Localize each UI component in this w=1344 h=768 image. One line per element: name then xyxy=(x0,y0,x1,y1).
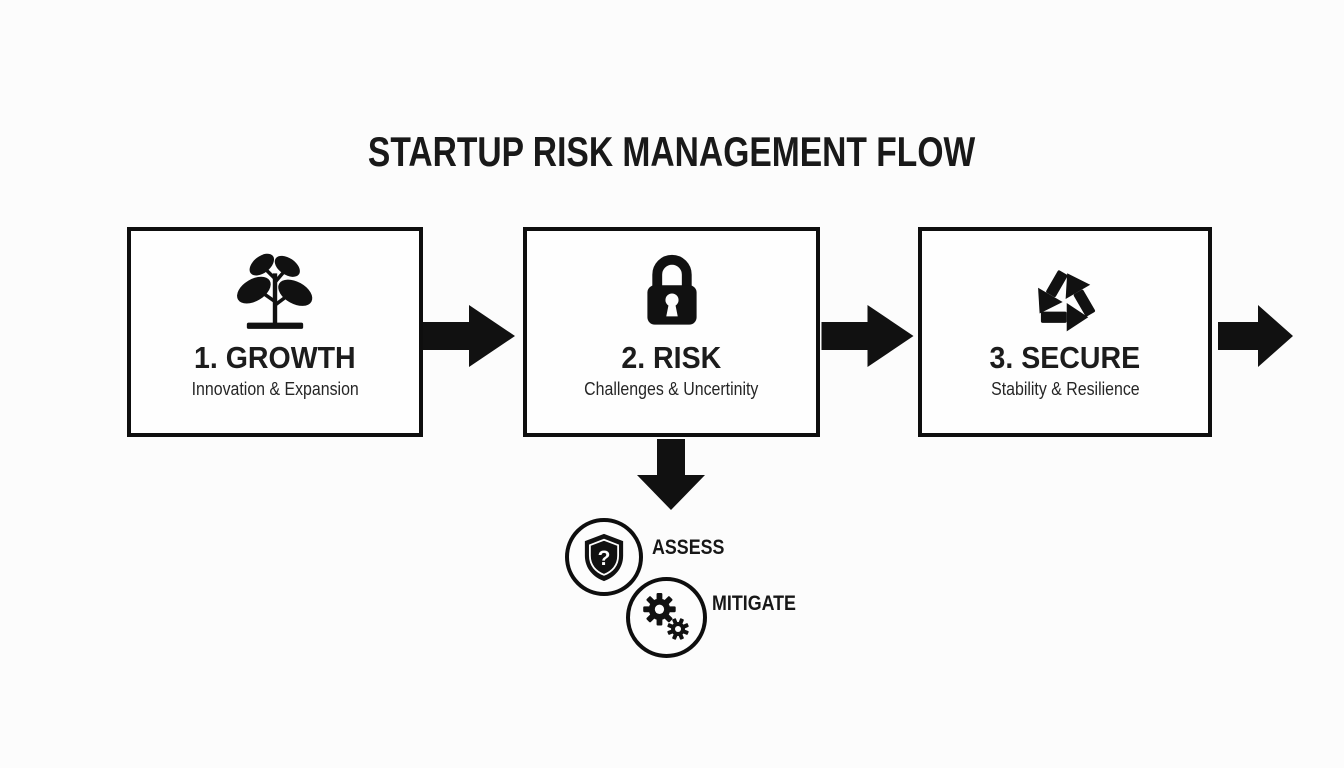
plant-icon xyxy=(231,247,319,335)
step-secure-heading-text: 3. SECURE xyxy=(989,340,1141,375)
step-box-growth: 1. GROWTH Innovation & Expansion xyxy=(127,227,423,437)
flow-arrow-2-icon xyxy=(821,305,914,367)
mitigate-label-text: MITIGATE xyxy=(712,592,796,615)
step-growth-subtitle-text: Innovation & Expansion xyxy=(191,378,359,399)
step-secure-subtitle: Stability & Resilience xyxy=(979,377,1152,401)
step-growth-heading-text: 1. GROWTH xyxy=(194,340,356,375)
step-box-secure: 3. SECURE Stability & Resilience xyxy=(918,227,1212,437)
step-secure-heading: 3. SECURE xyxy=(983,340,1147,376)
assess-label-text: ASSESS xyxy=(652,536,725,559)
assess-circle: ? xyxy=(565,518,643,596)
svg-text:?: ? xyxy=(598,546,611,569)
gears-icon xyxy=(642,592,689,640)
mitigate-label: MITIGATE xyxy=(712,592,811,616)
step-secure-subtitle-text: Stability & Resilience xyxy=(990,378,1140,399)
assess-label: ASSESS xyxy=(652,536,737,560)
step-growth-heading: 1. GROWTH xyxy=(187,340,363,376)
step-risk-heading-text: 2. RISK xyxy=(621,340,722,375)
step-growth-subtitle: Innovation & Expansion xyxy=(178,377,372,401)
page-title-text: STARTUP RISK MANAGEMENT FLOW xyxy=(368,128,976,175)
flow-arrow-exit-icon xyxy=(1218,305,1293,367)
step-box-risk: 2. RISK Challenges & Uncertinity xyxy=(523,227,820,437)
recycle-icon-svg xyxy=(1038,270,1096,332)
mitigate-circle xyxy=(626,577,707,658)
page-title: STARTUP RISK MANAGEMENT FLOW xyxy=(0,128,1344,176)
step-risk-subtitle: Challenges & Uncertinity xyxy=(570,377,773,401)
recycle-icon xyxy=(1022,247,1108,335)
padlock-icon-svg xyxy=(646,255,697,325)
step-risk-heading: 2. RISK xyxy=(617,340,726,376)
shield-question-icon: ? xyxy=(584,533,624,581)
flow-arrow-1-icon xyxy=(423,305,515,367)
flow-arrow-down-icon xyxy=(637,439,705,510)
step-risk-subtitle-text: Challenges & Uncertinity xyxy=(584,378,759,399)
padlock-icon xyxy=(631,247,713,335)
plant-icon-svg xyxy=(237,253,313,329)
